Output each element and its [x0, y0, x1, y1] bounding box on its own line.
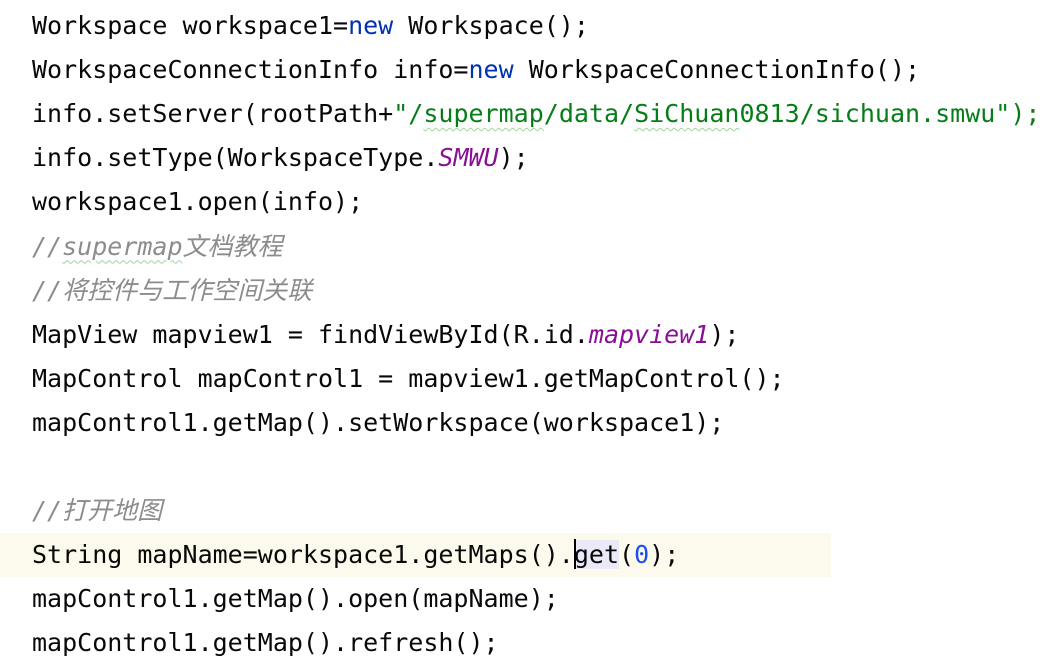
code-token: mapControl1.getMap().open(mapName);: [32, 584, 559, 614]
code-token: //打开地图: [32, 496, 163, 526]
code-token: /data/: [543, 99, 635, 129]
code-token: String mapName=workspace1.getMaps().: [32, 540, 574, 570]
code-token: workspace1.open(info);: [32, 187, 364, 217]
code-line[interactable]: MapView mapview1 = findViewById(R.id.map…: [0, 313, 831, 357]
code-line[interactable]: mapControl1.getMap().refresh();: [0, 621, 831, 665]
code-token: new: [468, 55, 514, 85]
code-token: (: [619, 540, 635, 570]
code-token: //: [32, 231, 63, 261]
code-line[interactable]: workspace1.open(info);: [0, 180, 831, 224]
code-token: //将控件与工作空间关联: [32, 275, 313, 305]
code-token: "/: [393, 99, 424, 129]
code-token: );: [649, 540, 680, 570]
code-token: WorkspaceConnectionInfo();: [513, 55, 921, 85]
code-token: 0: [634, 540, 650, 570]
code-token: SMWU: [438, 143, 499, 173]
code-token: mapControl1.getMap().refresh();: [32, 628, 499, 658]
code-token: get: [573, 540, 620, 570]
code-line[interactable]: Workspace workspace1=new Workspace();: [0, 4, 831, 48]
text-caret: [573, 539, 576, 570]
code-token: MapView mapview1 = findViewById(R.id.: [32, 319, 589, 349]
code-token: info.setServer(rootPath+: [32, 99, 394, 129]
code-line[interactable]: //supermap文档教程: [0, 225, 831, 269]
code-token: mapControl1.getMap().setWorkspace(worksp…: [32, 407, 725, 437]
code-token: MapControl mapControl1 = mapview1.getMap…: [32, 363, 785, 393]
code-line[interactable]: info.setType(WorkspaceType.SMWU);: [0, 136, 831, 180]
code-token: 文档教程: [182, 231, 283, 261]
code-token: Workspace();: [393, 11, 589, 40]
code-token: WorkspaceConnectionInfo info=: [32, 55, 469, 85]
code-token: info.setType(WorkspaceType.: [32, 143, 439, 173]
code-line[interactable]: mapControl1.getMap().open(mapName);: [0, 577, 831, 621]
code-line[interactable]: WorkspaceConnectionInfo info=new Workspa…: [0, 48, 920, 92]
code-token: );: [709, 319, 740, 349]
code-token: 0813/sichuan.smwu");: [739, 99, 1040, 129]
code-token: Workspace workspace1=: [32, 11, 349, 40]
code-line[interactable]: info.setServer(rootPath+"/supermap/data/…: [0, 92, 1040, 136]
code-token: supermap: [423, 99, 544, 129]
code-line-current[interactable]: String mapName=workspace1.getMaps().get(…: [0, 533, 831, 578]
code-token: SiChuan: [634, 99, 740, 129]
code-token: new: [348, 11, 394, 40]
code-line[interactable]: //将控件与工作空间关联: [0, 269, 831, 313]
code-token: mapview1: [588, 319, 710, 349]
code-line[interactable]: //打开地图: [0, 489, 831, 533]
code-token: );: [498, 143, 529, 173]
code-line[interactable]: [0, 445, 831, 489]
code-token: supermap: [62, 231, 183, 261]
code-line[interactable]: MapControl mapControl1 = mapview1.getMap…: [0, 357, 831, 401]
code-line[interactable]: mapControl1.getMap().setWorkspace(worksp…: [0, 401, 831, 445]
